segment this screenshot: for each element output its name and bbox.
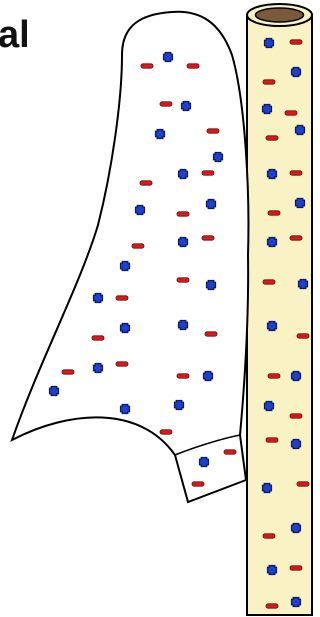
positive-charge-icon — [207, 200, 216, 209]
positive-charge-icon — [214, 153, 223, 162]
negative-charge-icon — [62, 370, 74, 374]
positive-charge-icon — [50, 387, 59, 396]
positive-charge-icon — [292, 598, 301, 607]
positive-charge-icon — [268, 566, 277, 575]
negative-charge-icon — [92, 336, 104, 340]
positive-charge-icon — [265, 402, 274, 411]
positive-charge-icon — [121, 405, 130, 414]
positive-charge-icon — [292, 440, 301, 449]
negative-charge-icon — [177, 278, 189, 282]
positive-charge-icon — [263, 105, 272, 114]
negative-charge-icon — [290, 566, 302, 570]
negative-charge-icon — [297, 482, 309, 486]
negative-charge-icon — [160, 102, 172, 106]
positive-charge-icon — [296, 126, 305, 135]
foil-leaf — [12, 12, 248, 502]
positive-charge-icon — [94, 364, 103, 373]
rod-top-opening — [256, 8, 304, 22]
positive-charge-icon — [136, 206, 145, 215]
negative-charge-icon — [290, 414, 302, 418]
positive-charge-icon — [200, 458, 209, 467]
positive-charge-icon — [296, 199, 305, 208]
negative-charge-icon — [263, 280, 275, 284]
rod-body — [247, 15, 312, 615]
negative-charge-icon — [266, 604, 278, 608]
negative-charge-icon — [290, 40, 302, 44]
positive-charge-icon — [268, 238, 277, 247]
positive-charge-icon — [179, 170, 188, 179]
positive-charge-icon — [121, 324, 130, 333]
negative-charge-icon — [202, 171, 214, 175]
positive-charge-icon — [265, 39, 274, 48]
negative-charge-icon — [207, 129, 219, 133]
negative-charge-icon — [177, 212, 189, 216]
positive-charge-icon — [94, 294, 103, 303]
positive-charge-icon — [121, 262, 130, 271]
negative-charge-icon — [268, 374, 280, 378]
negative-charge-icon — [141, 64, 153, 68]
positive-charge-icon — [292, 68, 301, 77]
positive-charge-icon — [182, 102, 191, 111]
positive-charge-icon — [263, 484, 272, 493]
positive-charge-icon — [156, 130, 165, 139]
negative-charge-icon — [263, 534, 275, 538]
positive-charge-icon — [175, 401, 184, 410]
negative-charge-icon — [297, 334, 309, 338]
negative-charge-icon — [263, 80, 275, 84]
negative-charge-icon — [192, 482, 204, 486]
charged-rod — [247, 4, 312, 615]
negative-charge-icon — [160, 430, 172, 434]
positive-charge-icon — [179, 321, 188, 330]
negative-charge-icon — [205, 332, 217, 336]
negative-charge-icon — [266, 438, 278, 442]
negative-charge-icon — [266, 136, 278, 140]
positive-charge-icon — [164, 53, 173, 62]
positive-charge-icon — [292, 524, 301, 533]
negative-charge-icon — [132, 244, 144, 248]
negative-charge-icon — [116, 296, 128, 300]
negative-charge-icon — [140, 181, 152, 185]
negative-charge-icon — [116, 362, 128, 366]
positive-charge-icon — [179, 238, 188, 247]
positive-charge-icon — [207, 281, 216, 290]
negative-charge-icon — [268, 211, 280, 215]
positive-charge-icon — [268, 322, 277, 331]
positive-charge-icon — [292, 372, 301, 381]
positive-charge-icon — [299, 280, 308, 289]
negative-charge-icon — [290, 236, 302, 240]
negative-charge-icon — [202, 236, 214, 240]
positive-charge-icon — [204, 372, 213, 381]
negative-charge-icon — [285, 111, 297, 115]
negative-charge-icon — [177, 374, 189, 378]
positive-charge-icon — [268, 170, 277, 179]
negative-charge-icon — [187, 64, 199, 68]
negative-charge-icon — [290, 171, 302, 175]
negative-charge-icon — [224, 450, 236, 454]
